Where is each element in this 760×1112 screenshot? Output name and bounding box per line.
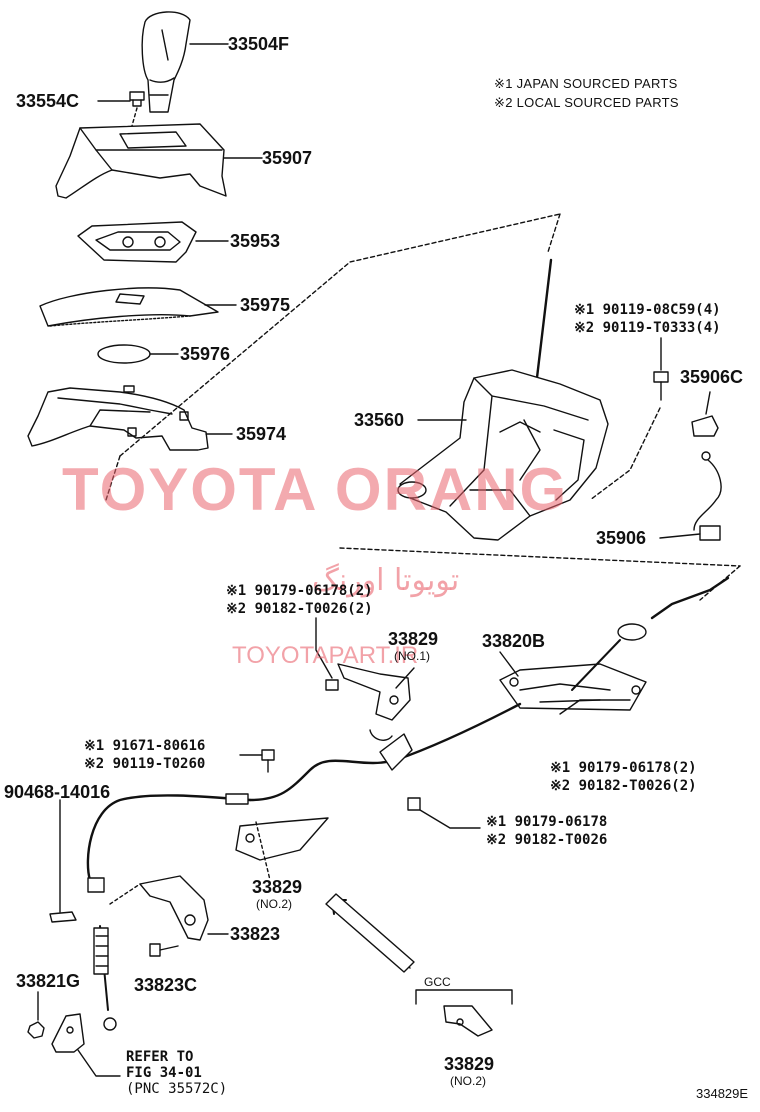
wire-harness-35906-part: [693, 451, 722, 541]
clip-90179-part: [407, 797, 421, 811]
assembly-dashed-frame: [105, 213, 741, 601]
note-local-sourced: ※2 LOCAL SOURCED PARTS: [494, 95, 679, 110]
shift-knob-part: [141, 11, 191, 113]
refer-line-2: FIG 34-01: [126, 1065, 202, 1082]
part-sublabel-33829-no2: (NO.2): [256, 897, 292, 911]
bracket-33823-part: [139, 875, 209, 941]
bolt-label-c2: ※2 90119-T0260: [84, 756, 206, 772]
part-label-35906C: 35906C: [680, 367, 744, 387]
part-label-33829-gcc: 33829: [444, 1054, 495, 1074]
bolt-label-b2: ※2 90182-T0026(2): [226, 601, 373, 617]
cable-end-bracket-part: [51, 1013, 85, 1053]
bolt-label-c1: ※1 91671-80616: [84, 738, 206, 754]
gcc-group: [415, 989, 513, 1037]
part-label-90468-14016: 90468-14016: [4, 782, 111, 802]
bolt-label-e2: ※2 90182-T0026: [486, 832, 608, 848]
part-label-35976: 35976: [180, 344, 231, 364]
bracket-33829-no1-part: [337, 663, 411, 741]
shift-lever-housing-part: [397, 258, 609, 541]
url-watermark: TOYOTAPART.IR: [232, 642, 419, 669]
shift-button-part: [129, 91, 145, 107]
part-label-35953: 35953: [230, 231, 281, 251]
clip-90468-part: [49, 911, 77, 923]
cable-bracket-mid-part: [379, 733, 413, 771]
part-sublabel-33829-gcc: (NO.2): [450, 1074, 486, 1088]
brand-watermark: TOYOTA ORANG: [62, 456, 569, 523]
bolt-label-b1: ※1 90179-06178(2): [226, 583, 373, 599]
part-label-35974: 35974: [236, 424, 287, 444]
part-label-33829-no2: 33829: [252, 877, 303, 897]
bolt-91671-part: [261, 749, 275, 773]
clip-35906C-part: [691, 415, 719, 437]
diagram-id: 334829E: [696, 1086, 749, 1101]
refer-note: REFER TO FIG 34-01 (PNC 35572C): [126, 1049, 227, 1097]
part-label-33829-no1: 33829: [388, 629, 439, 649]
console-panel-35974-part: [27, 385, 209, 451]
cover-35975-part: [39, 287, 219, 327]
part-sublabel-33829-no1: (NO.1): [394, 649, 430, 663]
direction-arrow: [325, 893, 415, 973]
bolt-90119-part: [653, 371, 669, 401]
shift-cable-33820B-part: [86, 576, 730, 1031]
part-label-33560: 33560: [354, 410, 405, 430]
part-label-33554C: 33554C: [16, 91, 80, 111]
bracket-33829-no2-part: [235, 817, 329, 861]
indicator-housing-part: [55, 123, 227, 199]
part-label-35975: 35975: [240, 295, 291, 315]
part-label-33823: 33823: [230, 924, 281, 944]
refer-line-3: (PNC 35572C): [126, 1081, 228, 1098]
part-label-35907: 35907: [262, 148, 313, 168]
part-label-33504F: 33504F: [228, 34, 290, 54]
part-label-33821G: 33821G: [16, 971, 81, 991]
refer-line-1: REFER TO: [126, 1049, 194, 1065]
bolt-label-a1: ※1 90119-08C59(4): [574, 302, 721, 318]
part-label-33820B: 33820B: [482, 631, 546, 651]
bolt-label-a2: ※2 90119-T0333(4): [574, 320, 721, 336]
nut-33821G-part: [27, 1021, 45, 1039]
part-label-35906: 35906: [596, 528, 647, 548]
persian-watermark: تویوتا اورنگ: [312, 563, 460, 598]
note-japan-sourced: ※1 JAPAN SOURCED PARTS: [494, 76, 678, 91]
bolt-label-d2: ※2 90182-T0026(2): [550, 778, 697, 794]
plate-35953-part: [77, 221, 197, 263]
part-label-33823C: 33823C: [134, 975, 198, 995]
gcc-label: GCC: [424, 975, 451, 989]
bolt-33829-no1-part: [325, 679, 339, 691]
bolt-label-e1: ※1 90179-06178: [486, 814, 608, 830]
emblem-35976-part: [97, 344, 151, 364]
bolt-label-d1: ※1 90179-06178(2): [550, 760, 697, 776]
bolt-33823C-part: [149, 943, 179, 957]
